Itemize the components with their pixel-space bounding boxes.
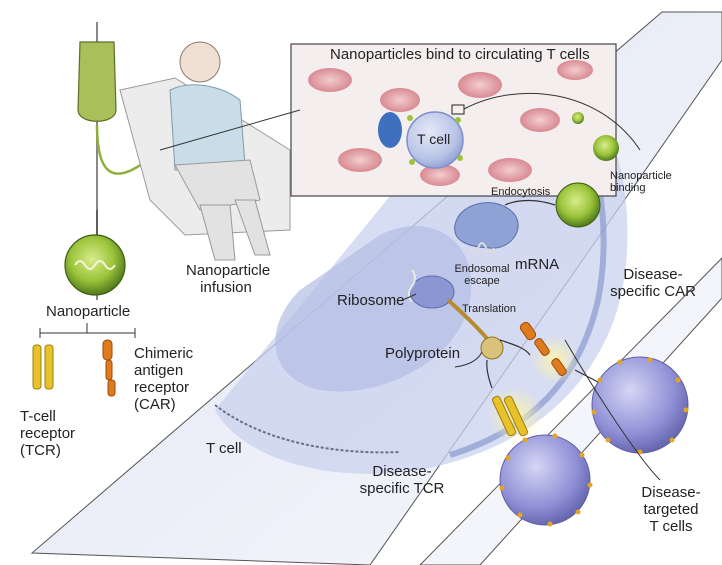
- np-mrna-strand: [74, 260, 116, 270]
- inset-nanoparticles: [407, 115, 463, 165]
- tcr-arrow: [486, 359, 493, 389]
- expressed-tcr: [491, 395, 529, 437]
- car-arrow: [499, 339, 531, 356]
- released-mrna: [469, 242, 495, 254]
- polyprotein-label: Polyprotein: [385, 345, 461, 362]
- ribosome-leader: [401, 293, 417, 301]
- nucleus: [275, 226, 472, 392]
- inset-tcell-label: T cell: [417, 131, 451, 147]
- iv-bag: [77, 41, 117, 122]
- disease-specific-car-label: Disease-specific CAR: [610, 266, 696, 300]
- zoom-marker: [451, 104, 465, 115]
- ribosome-label: Ribosome: [337, 292, 405, 309]
- endocytosis-label: Endocytosis: [491, 186, 551, 198]
- iv-tube: [95, 124, 151, 175]
- polyprotein-leader: [454, 351, 483, 368]
- patient-to-inset-line: [159, 109, 301, 151]
- disease-specific-tcr-label: Disease-specific TCR: [359, 463, 445, 497]
- red-blood-cells: [308, 60, 593, 186]
- target-cell-lower: [499, 434, 591, 526]
- mrna-label: mRNA: [515, 256, 560, 273]
- translation-label: Translation: [462, 303, 517, 315]
- endosome: [454, 202, 519, 249]
- car-icon: [102, 339, 116, 397]
- nanoparticle-label: Nanoparticle: [46, 303, 131, 320]
- inset-title: Nanoparticles bind to circulating T cell…: [330, 46, 590, 63]
- zoom-line: [463, 92, 641, 151]
- inset-tcell: [406, 111, 464, 169]
- patient: [119, 41, 291, 261]
- expressed-car: [519, 321, 567, 376]
- ribosome: [409, 275, 455, 309]
- inset-cell-blue: [378, 112, 402, 148]
- pathway-nanoparticles: [555, 112, 619, 228]
- tcell-main-label: T cell: [206, 440, 242, 457]
- target-antigens: [499, 357, 689, 527]
- targeted-leader: [564, 339, 661, 481]
- nuclear-envelope: [214, 404, 401, 454]
- tcr-icon: [32, 344, 54, 390]
- polyprotein: [480, 336, 504, 360]
- endocytosis-arrow: [504, 199, 556, 206]
- receptor-bracket: [39, 323, 136, 338]
